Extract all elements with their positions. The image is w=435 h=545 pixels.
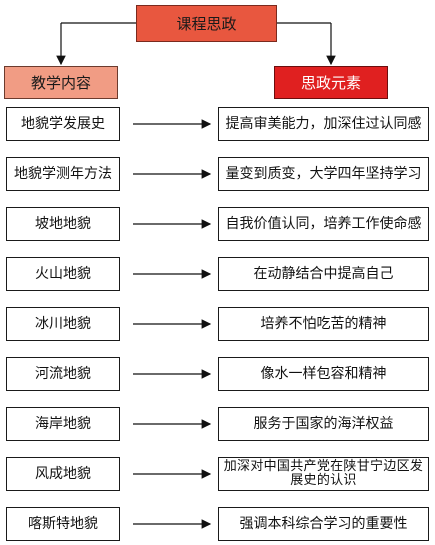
ideology-element-box: 加深对中国共产党在陕甘宁边区发展史的认识 <box>218 457 429 491</box>
teaching-content-box: 喀斯特地貌 <box>6 507 120 541</box>
teaching-content-box: 海岸地貌 <box>6 407 120 441</box>
ideology-element-box: 服务于国家的海洋权益 <box>218 407 429 441</box>
teaching-content-header: 教学内容 <box>4 66 118 99</box>
ideology-element-box: 像水一样包容和精神 <box>218 357 429 391</box>
ideology-element-box: 自我价值认同，培养工作使命感 <box>218 207 429 241</box>
teaching-content-box: 坡地地貌 <box>6 207 120 241</box>
ideology-element-box: 强调本科综合学习的重要性 <box>218 507 429 541</box>
teaching-content-box: 河流地貌 <box>6 357 120 391</box>
teaching-content-box: 地貌学测年方法 <box>6 157 120 191</box>
teaching-content-box: 地貌学发展史 <box>6 107 120 141</box>
teaching-content-box: 风成地貌 <box>6 457 120 491</box>
teaching-content-box: 火山地貌 <box>6 257 120 291</box>
ideology-element-box: 培养不怕吃苦的精神 <box>218 307 429 341</box>
ideology-element-box: 提高审美能力，加深住过认同感 <box>218 107 429 141</box>
ideology-element-box: 在动静结合中提高自己 <box>218 257 429 291</box>
ideology-element-box: 量变到质变，大学四年坚持学习 <box>218 157 429 191</box>
teaching-content-box: 冰川地貌 <box>6 307 120 341</box>
ideology-element-header: 思政元素 <box>274 66 388 99</box>
root-node: 课程思政 <box>136 5 277 42</box>
